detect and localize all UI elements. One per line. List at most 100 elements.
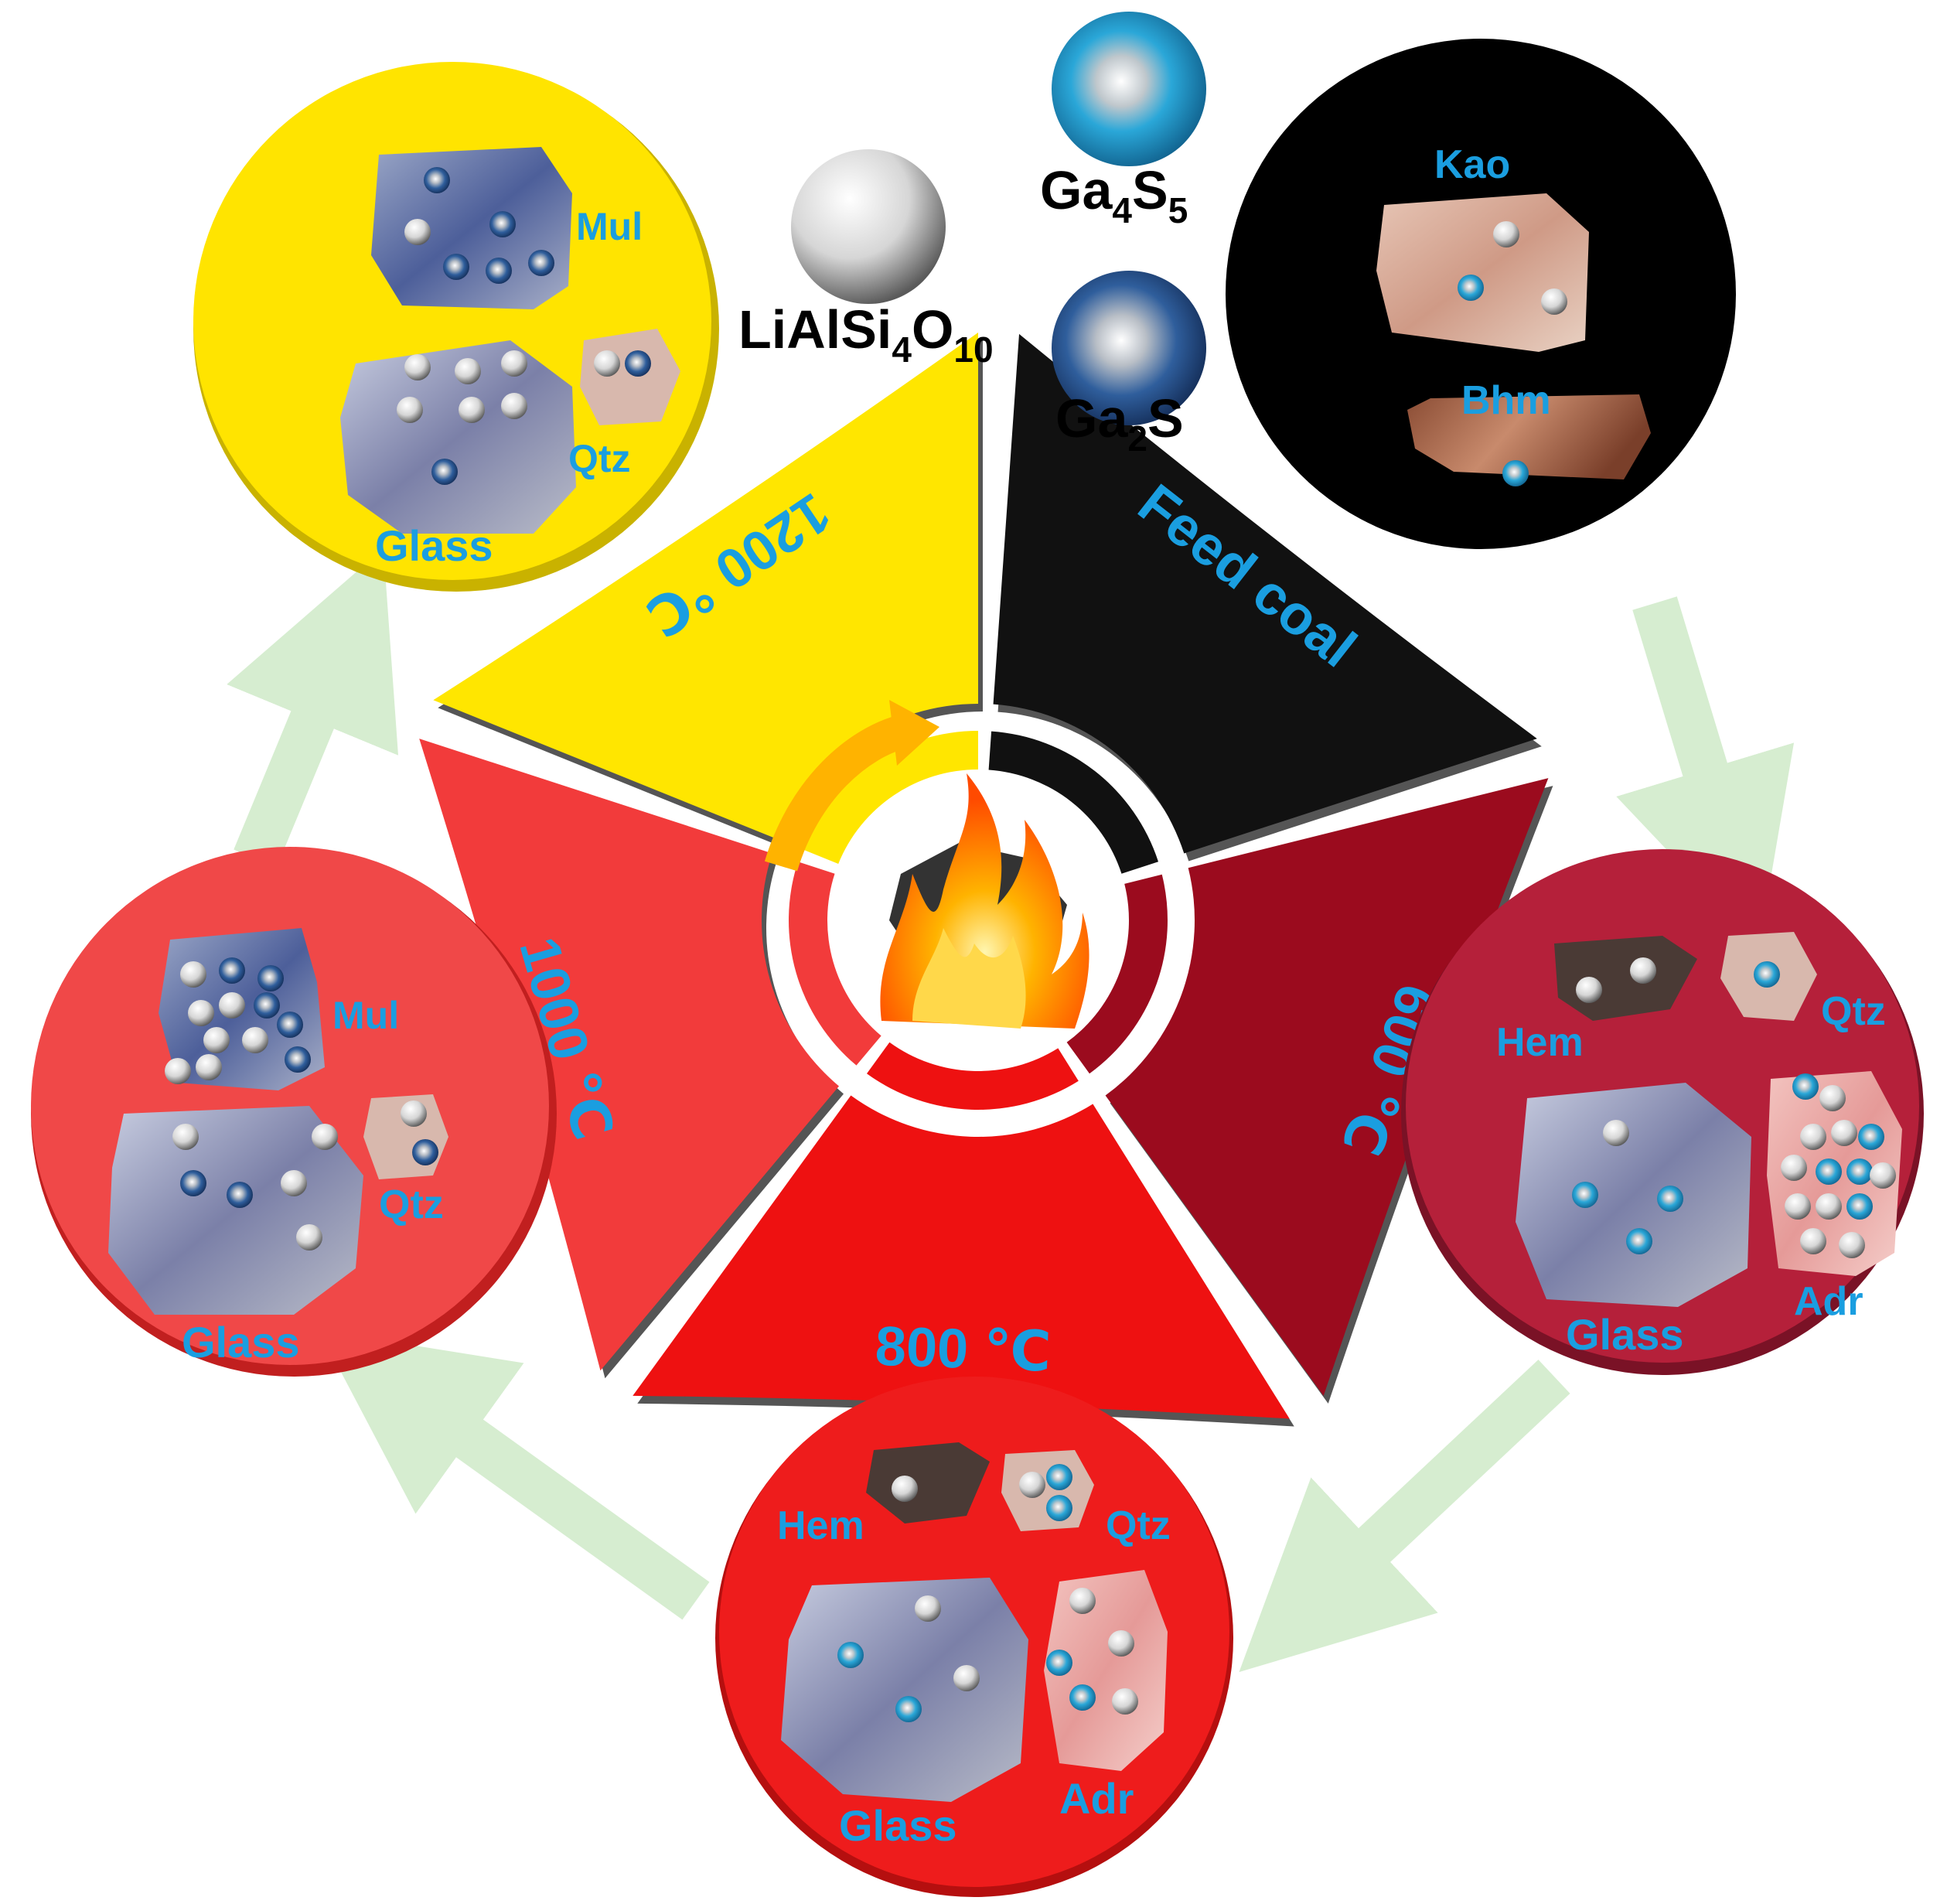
ga2s-sphere [219,957,245,984]
lialsi-sphere [459,397,485,423]
ga4s5-sphere [1572,1182,1598,1208]
wheel-segment-t1000 [419,739,840,1371]
lialsi-sphere [397,397,423,423]
inner-ring-t600 [1066,874,1168,1074]
inner-ring-feed [988,731,1159,874]
ga2s-sphere [443,254,469,280]
ga2s-sphere [277,1012,303,1038]
ga2s-sphere [254,992,280,1019]
ga2s-sphere [489,211,516,237]
lialsi-sphere [281,1170,307,1196]
mineral-label: Hem [777,1503,864,1548]
lialsi-sphere [1493,221,1519,247]
ga4s5-sphere [1046,1495,1072,1521]
mineral-label: Glass [182,1318,300,1367]
bhm-particle [1407,394,1651,479]
lialsi-sphere [915,1595,941,1622]
lialsi-sphere [1819,1085,1846,1111]
lialsi-sphere [404,354,431,380]
lialsi-sphere [1800,1124,1826,1150]
ga4s5-label: Ga4S5 [1040,160,1188,230]
ga2s-sphere [486,258,512,284]
glass-particle [1516,1083,1751,1307]
ga2s-sphere [1052,271,1206,425]
glass-particle [781,1578,1028,1802]
ga4s5-sphere [1458,275,1484,301]
mineral-label: Glass [1566,1310,1684,1359]
mineral-label: Kao [1434,142,1510,187]
lialsi-sphere [1816,1193,1842,1220]
lialsi-sphere [1603,1120,1629,1146]
glass-particle [340,340,576,534]
stage-800-disc: Hem Qtz Glass Adr [715,1377,1233,1897]
mineral-label: Adr [1059,1774,1134,1823]
ga4s5-sphere [1657,1186,1683,1212]
ga2s-sphere [625,350,651,377]
lialsi-sphere [594,350,620,377]
lialsi-sphere [1069,1588,1096,1614]
ga2s-sphere [227,1182,253,1208]
lialsi-sphere [196,1054,222,1080]
lialsi-sphere [1019,1472,1045,1498]
glass-particle [108,1106,363,1315]
mineral-label: Hem [1496,1020,1584,1065]
lialsi-sphere [180,961,206,988]
lialsi-sphere [172,1124,199,1150]
heating-direction-arrow [764,714,909,872]
lialsi-sphere [242,1027,268,1053]
stage-1200-disc: Mul Qtz Glass [193,62,719,592]
lialsi-sphere [953,1665,980,1691]
lialsi-sphere [1630,957,1656,984]
mineral-label: Glass [375,521,493,570]
ga4s5-sphere [837,1642,864,1668]
ga2s-sphere [180,1170,206,1196]
heating-direction-arrowhead [889,700,939,766]
lialsi-sphere [791,149,946,304]
lialsi-sphere [404,219,431,245]
ga4s5-sphere [1052,12,1206,166]
qtz-particle [1001,1450,1094,1531]
mineral-label: Bhm [1461,378,1551,423]
lialsi-sphere [1781,1155,1807,1181]
mineral-label: Qtz [1106,1503,1171,1548]
lialsi-sphere [501,350,527,377]
wheel-segment-t600 [1105,778,1549,1396]
mineral-label: Glass [839,1801,957,1850]
lialsi-sphere [312,1124,338,1150]
wheel-segment-t800 [633,1095,1290,1419]
lialsi-sphere [1112,1688,1138,1715]
ga2s-sphere [424,167,450,193]
adr-particle [1044,1570,1168,1771]
mineral-label: Adr [1794,1279,1863,1324]
lialsi-sphere [203,1027,230,1053]
ga4s5-sphere [1626,1228,1652,1254]
lialsi-sphere [1870,1162,1896,1189]
mineral-label: Qtz [1821,989,1886,1034]
ga2s-label: Ga2S [1055,388,1184,459]
ga4s5-sphere [1846,1193,1873,1220]
inner-ring-t800 [866,1042,1079,1110]
ga2s-sphere [285,1046,311,1073]
ga2s-sphere [412,1139,438,1165]
lialsi-sphere [1839,1232,1865,1258]
lialsi-sphere [219,992,245,1019]
mineral-label: Mul [576,205,643,248]
hem-particle [866,1442,990,1524]
lialsi-sphere [1800,1228,1826,1254]
wheel-label-t800: 800 ℃ [875,1315,1052,1384]
ga4s5-sphere [1502,460,1529,486]
wheel-segment-feed [993,333,1537,854]
mineral-label: Mul [332,994,399,1037]
lialsi-sphere [188,1000,214,1026]
ga4s5-sphere [1046,1464,1072,1490]
ga4s5-sphere [1754,961,1780,988]
arrow-800-to-1000 [319,1330,710,1620]
mineral-label: Qtz [379,1182,444,1227]
kao-particle [1376,193,1589,352]
lialsi-sphere [455,358,481,384]
ga4s5-sphere [1846,1158,1873,1185]
ga4s5-sphere [1792,1073,1819,1100]
inner-ring-t1000 [789,862,881,1066]
